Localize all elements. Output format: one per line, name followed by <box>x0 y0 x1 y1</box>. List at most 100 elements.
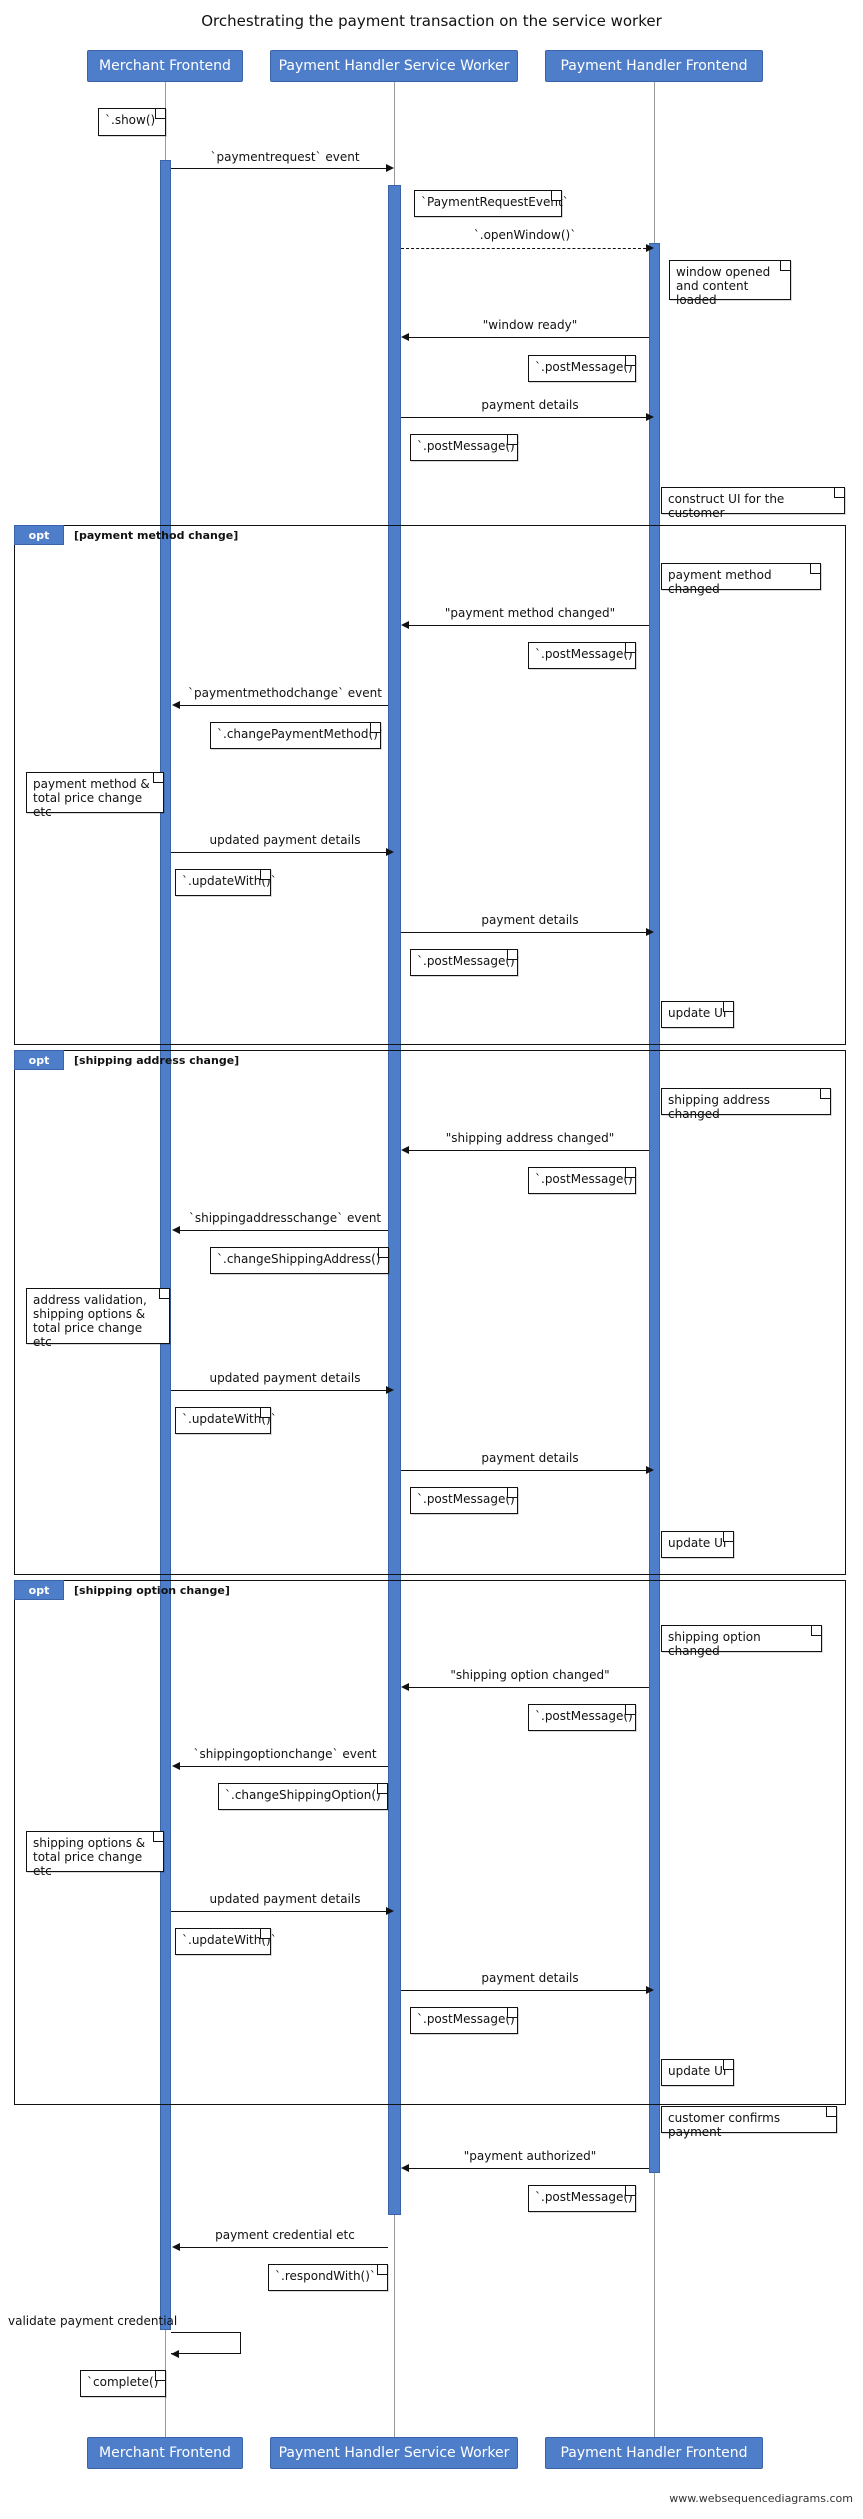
arrowhead-icon <box>646 244 654 252</box>
note-fold-icon <box>723 1532 733 1542</box>
message-arrow-payment-details-4 <box>401 1990 646 1991</box>
note-fold-icon <box>370 723 380 733</box>
frame-payment-method-change <box>14 525 846 1045</box>
message-arrow-payment-details-3 <box>401 1470 646 1471</box>
note-updatewith-3: `.updateWith()` <box>175 1928 277 1955</box>
note-text: update UI <box>668 1536 727 1550</box>
note-text: `.respondWith()` <box>275 2269 376 2283</box>
arrowhead-icon <box>172 1226 180 1234</box>
frame-tab-label: opt <box>28 1583 50 1597</box>
arrowhead-icon <box>386 1907 394 1915</box>
note-fold-icon <box>507 1488 517 1498</box>
note-text: update UI <box>668 1006 727 1020</box>
note-text: `.postMessage()` <box>535 1709 639 1723</box>
note-text: `.postMessage()` <box>535 1172 639 1186</box>
note-text: `.updateWith()` <box>182 874 277 888</box>
note-postmessage-1: `.postMessage()` <box>528 355 639 382</box>
arrowhead-icon <box>386 164 394 172</box>
actor-service-worker-top[interactable]: Payment Handler Service Worker <box>270 50 518 82</box>
note-fold-icon <box>625 2186 635 2196</box>
arrowhead-icon <box>171 2350 179 2358</box>
note-fold-icon <box>625 1168 635 1178</box>
note-update-ui-3: update UI <box>661 2059 734 2086</box>
note-text: `.changeShippingAddress()` <box>217 1252 387 1266</box>
message-arrow-payment-details-2 <box>401 932 646 933</box>
note-postmessage-9: `.postMessage()` <box>528 2185 639 2212</box>
note-update-ui-2: update UI <box>661 1531 734 1558</box>
actor-handler-frontend-top[interactable]: Payment Handler Frontend <box>545 50 763 82</box>
message-arrow-payment-method-changed <box>409 625 649 626</box>
note-fold-icon <box>377 2265 387 2275</box>
message-label-updated-payment-details-1: updated payment details <box>209 833 361 847</box>
note-fold-icon <box>625 356 635 366</box>
message-label-payment-method-changed: "payment method changed" <box>444 606 616 620</box>
message-label-updated-payment-details-3: updated payment details <box>209 1892 361 1906</box>
message-label-updated-payment-details-2: updated payment details <box>209 1371 361 1385</box>
note-updatewith-2: `.updateWith()` <box>175 1407 277 1434</box>
message-arrow-payment-credential <box>180 2247 388 2248</box>
note-text: address validation, shipping options & t… <box>33 1293 147 1349</box>
note-fold-icon <box>155 109 165 119</box>
note-complete: `complete()` <box>80 2370 166 2397</box>
frame-tab-opt-3: opt <box>14 1580 64 1600</box>
note-change-shipping-address: `.changeShippingAddress()` <box>210 1247 389 1274</box>
actor-label: Payment Handler Frontend <box>560 2445 748 2461</box>
note-fold-icon <box>507 435 517 445</box>
note-text: shipping address changed <box>668 1093 770 1121</box>
message-arrow-updated-payment-details-1 <box>171 852 386 853</box>
arrowhead-icon <box>172 1762 180 1770</box>
note-fold-icon <box>551 191 561 201</box>
note-show: `.show()` <box>98 108 166 136</box>
note-fold-icon <box>723 2060 733 2070</box>
note-change-payment-method: `.changePaymentMethod()` <box>210 722 384 749</box>
note-text: `.updateWith()` <box>182 1933 277 1947</box>
note-respondwith: `.respondWith()` <box>268 2264 388 2291</box>
actor-merchant-bottom[interactable]: Merchant Frontend <box>87 2437 243 2469</box>
note-text: `.updateWith()` <box>182 1412 277 1426</box>
note-text: payment method & total price change etc <box>33 777 150 819</box>
arrowhead-icon <box>401 621 409 629</box>
arrowhead-icon <box>172 701 180 709</box>
note-postmessage-3: `.postMessage()` <box>528 642 639 669</box>
message-label-window-ready: "window ready" <box>482 318 578 332</box>
message-label-payment-details-1: payment details <box>481 398 579 412</box>
footer-credit: www.websequencediagrams.com <box>669 2492 853 2505</box>
message-arrow-updated-payment-details-2 <box>171 1390 386 1391</box>
message-arrow-shippingoptionchange <box>180 1766 388 1767</box>
actor-merchant-top[interactable]: Merchant Frontend <box>87 50 243 82</box>
note-fold-icon <box>260 870 270 880</box>
message-label-shippingoptionchange: `shippingoptionchange` event <box>193 1747 377 1761</box>
note-fold-icon <box>625 1705 635 1715</box>
note-text: customer confirms payment <box>668 2111 781 2139</box>
note-text: `complete()` <box>87 2375 165 2389</box>
note-text: `PaymentRequestEvent` <box>421 195 569 209</box>
note-postmessage-4: `.postMessage()` <box>410 949 521 976</box>
note-text: `.postMessage()` <box>535 647 639 661</box>
note-postmessage-8: `.postMessage()` <box>410 2007 521 2034</box>
message-arrow-openwindow <box>401 248 646 249</box>
frame-tab-label: opt <box>28 528 50 542</box>
arrowhead-icon <box>401 1146 409 1154</box>
arrowhead-icon <box>172 2243 180 2251</box>
actor-label: Payment Handler Service Worker <box>278 2445 510 2461</box>
note-text: `.postMessage()` <box>535 2190 639 2204</box>
note-postmessage-6: `.postMessage()` <box>410 1487 521 1514</box>
actor-handler-frontend-bottom[interactable]: Payment Handler Frontend <box>545 2437 763 2469</box>
note-text: `.postMessage()` <box>417 439 521 453</box>
note-text: shipping option changed <box>668 1630 761 1658</box>
frame-label-3: [shipping option change] <box>74 1584 230 1597</box>
message-label-paymentmethodchange: `paymentmethodchange` event <box>188 686 382 700</box>
note-construct-ui: construct UI for the customer <box>661 487 845 520</box>
note-fold-icon <box>153 1832 163 1842</box>
note-fold-icon <box>820 1089 830 1099</box>
note-fold-icon <box>811 1626 821 1636</box>
note-fold-icon <box>378 1248 388 1258</box>
actor-service-worker-bottom[interactable]: Payment Handler Service Worker <box>270 2437 518 2469</box>
note-fold-icon <box>780 261 790 271</box>
message-arrow-paymentmethodchange <box>180 705 388 706</box>
message-label-payment-details-2: payment details <box>481 913 579 927</box>
arrowhead-icon <box>646 413 654 421</box>
message-arrow-shipping-option-changed <box>409 1687 649 1688</box>
message-arrow-paymentrequest <box>171 168 386 169</box>
